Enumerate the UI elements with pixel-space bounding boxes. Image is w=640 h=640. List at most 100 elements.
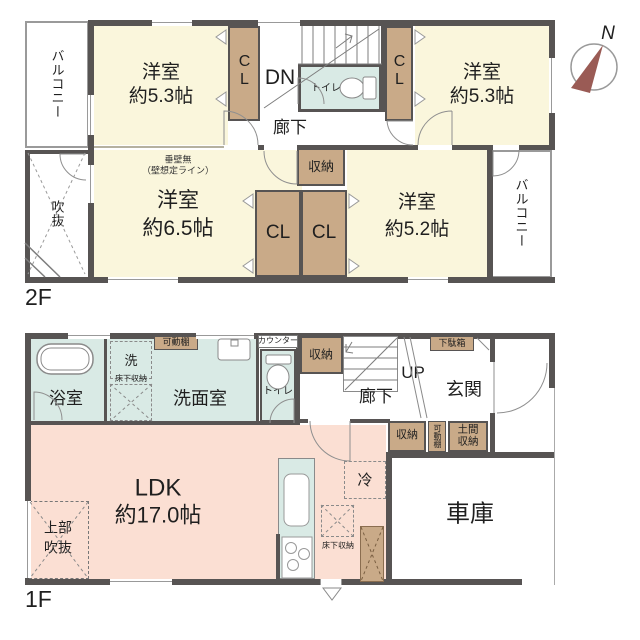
underfloor-storage-ldk-label: 床下収納	[322, 540, 354, 550]
closet-2f-ne-label: CL	[391, 53, 408, 89]
balcony-left-label: バルコニー	[49, 49, 65, 119]
window	[196, 333, 254, 339]
doma-storage-label1: 土間	[457, 423, 479, 436]
closet-2f-nw-label: CL	[236, 53, 253, 89]
wall	[104, 339, 107, 425]
wall	[386, 452, 392, 585]
window	[88, 95, 94, 135]
window	[25, 501, 31, 578]
stairs-1f-box	[343, 336, 398, 392]
doma-storage-label2: 収納	[457, 435, 479, 448]
garage-label: 車庫	[446, 500, 494, 528]
kitchen-counter	[278, 458, 315, 579]
upper-void-label1: 上部	[44, 519, 72, 536]
wall	[386, 452, 555, 458]
storage-1f-south	[388, 421, 426, 452]
closet-2f-sw	[255, 190, 301, 277]
washer-box	[110, 341, 152, 379]
wall	[487, 145, 493, 283]
room-2f-nw	[94, 26, 228, 145]
toilet-1f-label: トイレ	[263, 385, 293, 397]
wall	[490, 339, 495, 458]
stairs-up-label: UP	[401, 363, 425, 383]
ldk-name-label: LDK	[134, 474, 182, 502]
garage-open-line	[554, 388, 555, 585]
counter-label: カウンター	[258, 336, 298, 346]
closet-2f-ne	[385, 26, 413, 121]
compass-north-label: N	[601, 23, 615, 45]
fridge-box	[344, 461, 386, 499]
storage-2f	[297, 148, 345, 186]
hallway-1f-label: 廊下	[359, 387, 393, 407]
floor-2f-label: 2F	[25, 284, 52, 310]
room-2f-sw-size: 約6.5帖	[142, 216, 214, 240]
shoe-cabinet-label: 下駄箱	[438, 337, 466, 348]
window	[258, 20, 300, 26]
window	[88, 165, 94, 203]
room-2f-nw-name: 洋室	[141, 62, 181, 84]
movable-shelf-washroom-tag: 可動棚	[154, 336, 198, 350]
wall	[296, 333, 300, 425]
wall	[25, 277, 555, 283]
movable-shelf-washroom-label: 可動棚	[162, 337, 190, 348]
room-2f-se-size: 約5.2帖	[384, 219, 450, 241]
storage-1f-north-label: 収納	[308, 347, 334, 362]
wall	[258, 145, 555, 150]
bathroom-1f	[31, 339, 104, 423]
underfloor-storage-washroom-label: 床下収納	[115, 373, 147, 383]
balcony-left	[25, 21, 89, 148]
closet-2f-sw-label: CL	[265, 222, 291, 244]
under-stair-storage-box	[360, 526, 384, 582]
window	[110, 579, 172, 585]
entrance-label: 玄関	[446, 379, 482, 400]
room-2f-se-name: 洋室	[397, 192, 437, 214]
stairs-down-label: DN	[264, 65, 296, 89]
room-2f-se	[347, 150, 487, 277]
room-2f-nw-size: 約5.3帖	[128, 86, 194, 108]
doma-storage-box	[448, 421, 488, 452]
balcony-right-label: バルコニー	[513, 178, 529, 248]
storage-2f-label: 収納	[307, 159, 335, 175]
underfloor-storage-ldk-box	[321, 505, 354, 537]
room-2f-sw-note1: 垂壁無	[164, 154, 192, 165]
room-2f-sw-name: 洋室	[157, 188, 199, 212]
washer-label: 洗	[124, 353, 138, 369]
wall	[25, 333, 31, 585]
compass-icon	[570, 43, 618, 93]
shoe-cabinet-tag: 下駄箱	[430, 336, 474, 351]
ldk-size-label: 約17.0帖	[114, 502, 202, 528]
room-2f-ne-size: 約5.3帖	[449, 86, 515, 108]
storage-1f-south-label: 収納	[396, 429, 418, 442]
wall	[300, 419, 390, 423]
wall	[256, 333, 259, 425]
room-2f-sw-note2: （壁想定ライン）	[141, 165, 215, 176]
ldk-door-marker	[322, 587, 342, 601]
void-2f-label: 吹抜	[49, 200, 65, 228]
closet-2f-se	[301, 190, 347, 277]
room-2f-ne-name: 洋室	[462, 62, 502, 84]
wall	[88, 20, 94, 283]
underfloor-storage-washroom-box	[110, 384, 152, 421]
floor-1f-label: 1F	[25, 586, 52, 612]
counter-tag: カウンター	[258, 335, 298, 348]
movable-shelf-entrance-label: 可動棚	[433, 424, 442, 448]
window	[108, 277, 178, 283]
wall	[495, 333, 555, 339]
hallway-2f-label: 廊下	[273, 118, 307, 138]
closet-2f-se-label: CL	[311, 222, 337, 244]
window	[549, 58, 555, 113]
bathroom-label: 浴室	[49, 389, 83, 409]
hall-under-clb	[385, 121, 413, 145]
wall	[381, 26, 385, 112]
ldk-bottom-door-gap	[320, 579, 342, 585]
wall	[88, 20, 555, 26]
window	[152, 20, 192, 26]
toilet-2f-label: トイレ	[311, 82, 341, 94]
window	[408, 277, 448, 283]
washroom-label: 洗面室	[173, 388, 227, 409]
wall	[276, 534, 280, 579]
wall	[549, 333, 555, 388]
storage-1f-north	[300, 336, 343, 374]
fridge-label: 冷	[357, 472, 373, 490]
